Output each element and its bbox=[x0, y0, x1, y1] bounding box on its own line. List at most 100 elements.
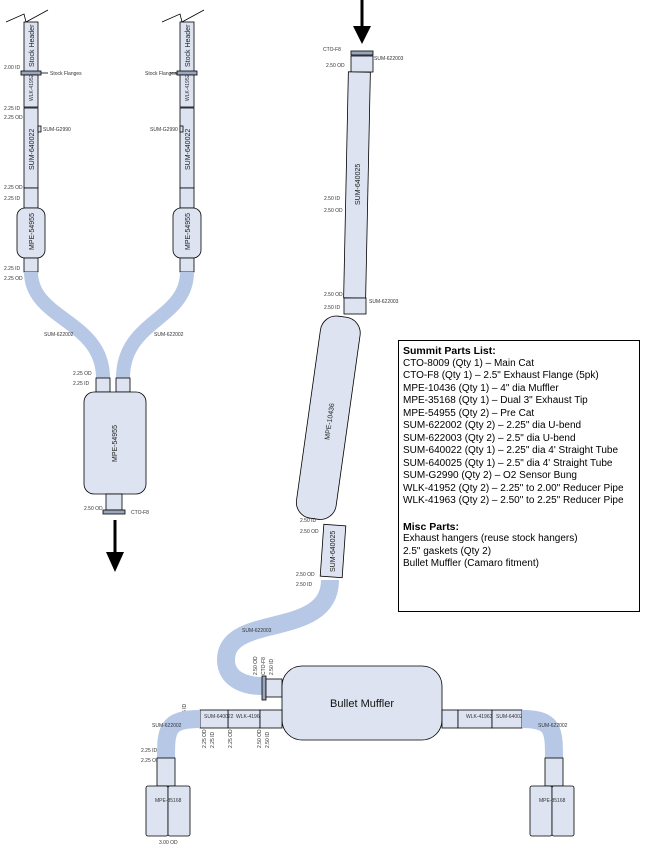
flow-down-arrow bbox=[106, 552, 124, 572]
right-u-bend bbox=[116, 271, 194, 379]
left-tail-sum-640022-label: SUM-640022 bbox=[204, 714, 234, 720]
parts-list-box: Summit Parts List: CTO-8009 (Qty 1) – Ma… bbox=[398, 340, 640, 612]
parts-list-title: Summit Parts List: bbox=[403, 345, 496, 357]
short-pipe-250id-label: 2.50 ID bbox=[296, 582, 313, 588]
right-sum-622002-label: SUM-622002 bbox=[154, 332, 184, 338]
right-stock-flanges-label: Stock Flanges bbox=[145, 71, 177, 77]
bullet-muffler-body bbox=[281, 665, 443, 741]
left-tail-sum-622002-label: SUM-622002 bbox=[152, 723, 182, 729]
left-200id-label: 2.00 ID bbox=[4, 65, 21, 71]
flow-in-arrow bbox=[353, 26, 371, 44]
right-header-top-lines bbox=[161, 9, 205, 23]
tail-225od-a-label: 2.25 OD bbox=[202, 729, 208, 748]
main-cat-flange bbox=[102, 509, 126, 515]
right-tail-u-bend bbox=[521, 710, 563, 761]
rear-250od-mid-label: 2.50 OD bbox=[324, 292, 343, 298]
parts-list-item: MPE-54955 (Qty 2) – Pre Cat bbox=[403, 407, 535, 419]
right-header-assembly: Stock Header Stock Flanges WLK-41952 SUM… bbox=[145, 9, 205, 273]
right-tail-sum-640022-label: SUM-640022 bbox=[496, 714, 526, 720]
misc-parts-item: Bullet Muffler (Camaro fitment) bbox=[403, 558, 539, 569]
parts-list-item: CTO-F8 (Qty 1) – 2.5" Exhaust Flange (5p… bbox=[403, 370, 599, 381]
rear-inlet-flange bbox=[350, 50, 374, 56]
parts-list-item: WLK-41963 (Qty 2) – 2.50" to 2.25" Reduc… bbox=[403, 495, 624, 506]
parts-list-item: SUM-622002 (Qty 2) – 2.25" dia U-bend bbox=[403, 420, 582, 431]
tail-250id-label: 2.50 ID bbox=[265, 731, 271, 748]
left-tail-225id-label: 2.25 ID bbox=[141, 748, 158, 754]
parts-list-item: SUM-640025 (Qty 1) – 2.5" dia 4' Straigh… bbox=[403, 457, 613, 469]
bullet-muffler-label: Bullet Muffler bbox=[330, 698, 394, 710]
tail-225od-b-label: 2.25 OD bbox=[228, 729, 234, 748]
rear-sum-622003-top-label: SUM-622003 bbox=[374, 56, 404, 62]
left-wlk-41952 bbox=[23, 74, 39, 108]
left-tail-u-bend bbox=[157, 710, 201, 761]
short-pipe-250od-label: 2.50 OD bbox=[296, 572, 315, 578]
parts-list-item: SUM-G2990 (Qty 2) – O2 Sensor Bung bbox=[403, 470, 577, 481]
right-stock-flange bbox=[176, 70, 198, 76]
left-225id-label: 2.25 ID bbox=[4, 106, 21, 112]
rear-sum-622003-mid-label: SUM-622003 bbox=[369, 299, 399, 305]
rear-250od-top-label: 2.50 OD bbox=[326, 63, 345, 69]
bullet-muffler-assembly: 2.50 OD CTO-F8 2.50 ID Bullet Muffler WL… bbox=[141, 656, 575, 846]
left-o2-bung bbox=[37, 125, 42, 133]
bullet-250od-label: 2.50 OD bbox=[253, 656, 259, 675]
tail-225id-b-label: 2.25 ID bbox=[210, 731, 216, 748]
left-sum-g2990-label: SUM-G2990 bbox=[43, 127, 71, 133]
left-sum-640022-label: SUM-640022 bbox=[29, 129, 36, 170]
rear-ctof8-label: CTO-F8 bbox=[323, 47, 341, 53]
misc-parts-item: Exhaust hangers (reuse stock hangers) bbox=[403, 533, 578, 544]
left-sum-622002-label: SUM-622002 bbox=[44, 332, 74, 338]
left-wlk-41952-label: WLK-41952 bbox=[29, 74, 35, 101]
main-cat-ctof8-label: CTO-F8 bbox=[131, 510, 149, 516]
mpe-10436-assembly: MPE-10436 2.50 ID 2.50 OD SUM-640025 2.5… bbox=[295, 315, 361, 588]
left-tail-225od-label: 2.25 OD bbox=[141, 758, 160, 764]
rear-250id-mid-label: 2.50 ID bbox=[324, 305, 341, 311]
rear-250id-label: 2.50 ID bbox=[324, 196, 341, 202]
rear-sum-640025-short bbox=[319, 523, 347, 579]
left-header-top-lines bbox=[5, 9, 49, 23]
main-cat-250od-label: 2.50 OD bbox=[84, 506, 103, 512]
bullet-ctof8-label: CTO-F8 bbox=[261, 657, 267, 675]
right-tip-label: MPE-35168 bbox=[539, 798, 566, 804]
left-stock-header-label: Stock Header bbox=[29, 24, 36, 67]
misc-parts-item: 2.5" gaskets (Qty 2) bbox=[403, 545, 492, 557]
left-225od-precat-label: 2.25 OD bbox=[4, 276, 23, 282]
rear-s-bend: SUM-622003 bbox=[216, 579, 339, 695]
y-225id-label: 2.25 ID bbox=[73, 381, 90, 387]
parts-list-item: MPE-10436 (Qty 1) – 4" dia Muffler bbox=[403, 382, 559, 394]
mpe-10436-body bbox=[295, 315, 361, 520]
left-stock-flanges-label: Stock Flanges bbox=[50, 71, 82, 77]
right-o2-bung bbox=[179, 125, 184, 133]
left-exhaust-tip-a bbox=[145, 785, 169, 837]
bullet-flange bbox=[261, 675, 267, 701]
right-exhaust-tip-a bbox=[529, 785, 553, 837]
left-precat-label: MPE-54955 bbox=[29, 213, 36, 250]
left-tip-label: MPE-35168 bbox=[155, 798, 182, 804]
misc-parts-title: Misc Parts: bbox=[403, 520, 460, 533]
main-cat-label: MPE-54955 bbox=[112, 425, 119, 462]
y-225od-label: 2.25 OD bbox=[73, 371, 92, 377]
right-sum-640022-label: SUM-640022 bbox=[185, 129, 192, 170]
left-225id-precat-label: 2.25 ID bbox=[4, 266, 21, 272]
main-cat-assembly: MPE-54955 2.50 OD CTO-F8 bbox=[83, 391, 149, 572]
parts-list-item: WLK-41952 (Qty 2) – 2.25" to 2.00" Reduc… bbox=[403, 482, 624, 494]
bullet-250id-label: 2.50 ID bbox=[269, 658, 275, 675]
rear-sum-640025-long-label: SUM-640025 bbox=[355, 164, 362, 205]
right-sum-g2990-label: SUM-G2990 bbox=[150, 127, 178, 133]
parts-list-item: SUM-640022 (Qty 1) – 2.25" dia 4' Straig… bbox=[403, 445, 619, 456]
parts-list-item: SUM-622003 (Qty 2) – 2.5" dia U-bend bbox=[403, 432, 576, 444]
muffler-250od-label: 2.50 OD bbox=[300, 529, 319, 535]
left-exhaust-tip-b bbox=[167, 785, 191, 837]
rear-sum-622003-bend-label: SUM-622003 bbox=[242, 628, 272, 634]
left-wlk-41963-label: WLK-41963 bbox=[236, 714, 263, 720]
right-wlk-41952 bbox=[179, 74, 195, 108]
parts-list-item: CTO-8009 (Qty 1) – Main Cat bbox=[403, 357, 534, 369]
rear-sum-640025-short-label: SUM-640025 bbox=[330, 531, 337, 572]
right-precat-label: MPE-54955 bbox=[185, 213, 192, 250]
left-225od-label: 2.25 OD bbox=[4, 115, 23, 121]
rear-top-assembly: CTO-F8 SUM-622003 2.50 OD SUM-640025 2.5… bbox=[323, 0, 404, 315]
parts-list-item: MPE-35168 (Qty 1) – Dual 3" Exhaust Tip bbox=[403, 395, 588, 406]
muffler-250id-label: 2.50 ID bbox=[300, 518, 317, 524]
right-exhaust-tip-b bbox=[551, 785, 575, 837]
left-u-bend bbox=[24, 271, 110, 379]
